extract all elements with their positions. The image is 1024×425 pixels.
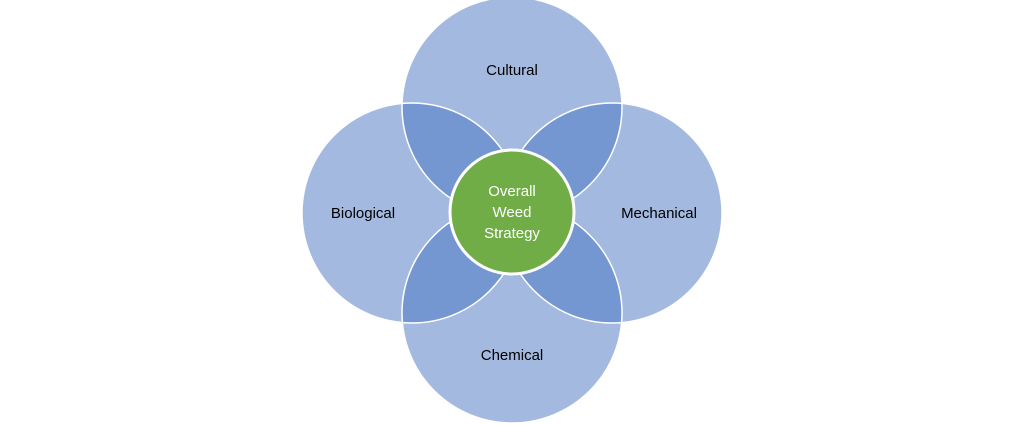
chemical-label: Chemical [481, 347, 544, 364]
center-label-line-2: Weed [493, 204, 532, 221]
overall-weed-strategy-circle [448, 148, 576, 276]
biological-label: Biological [331, 205, 395, 222]
mechanical-label: Mechanical [621, 205, 697, 222]
center-label-line-1: Overall [488, 183, 536, 200]
cultural-label: Cultural [486, 62, 538, 79]
center-label-line-3: Strategy [484, 225, 540, 242]
